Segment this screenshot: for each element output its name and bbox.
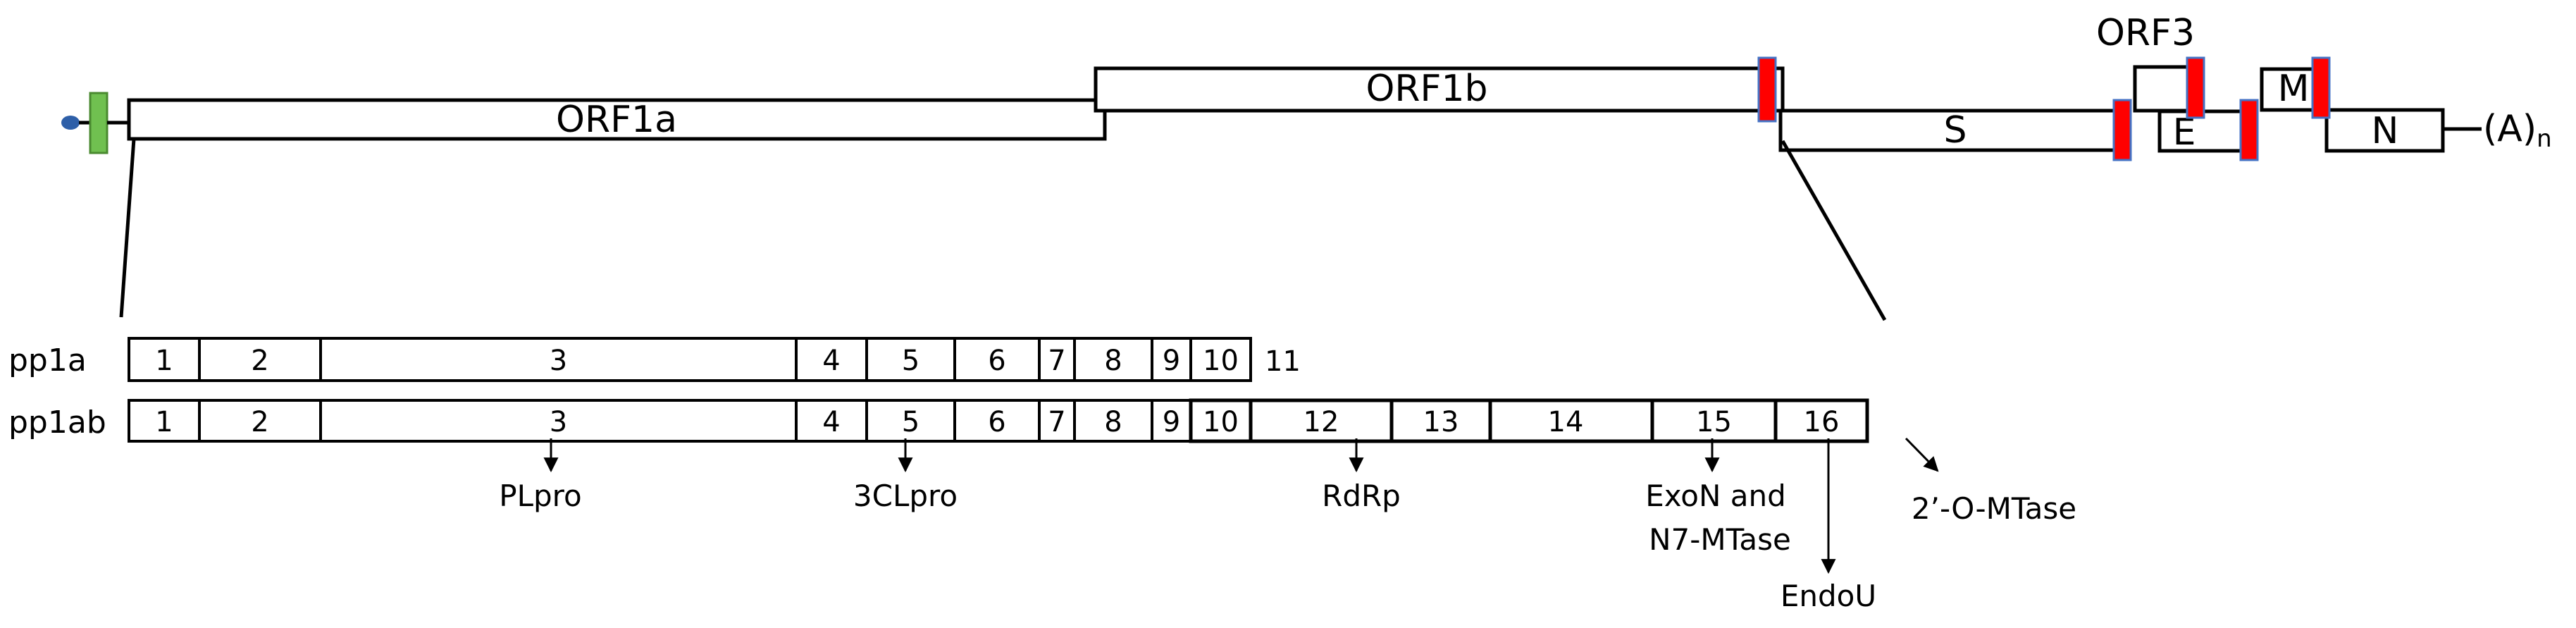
pp1a-trailing-11: 11 — [1265, 345, 1301, 378]
endou-label: EndoU — [1781, 579, 1876, 613]
rdrp-label: RdRp — [1322, 479, 1401, 513]
genome-map: ORF1a ORF1b S ORF3 E M N (A)n — [61, 12, 2552, 161]
pp1a-segment-6: 6 — [988, 345, 1005, 377]
pp1ab-box-1 — [128, 399, 201, 443]
mtase-arrow — [1905, 437, 1939, 472]
polya-subscript: n — [2537, 125, 2552, 153]
trs-marker-n — [2311, 56, 2331, 119]
pp1a-segment-1: 1 — [155, 345, 173, 377]
leader-sequence — [89, 92, 109, 154]
pp1ab-segment-12: 12 — [1304, 406, 1339, 438]
zoom-line-left — [119, 138, 136, 318]
pp1a-box-10 — [1189, 337, 1252, 382]
pp1a-segment-5: 5 — [902, 345, 919, 377]
pp1ab-segment-8: 8 — [1104, 406, 1122, 438]
m-label: M — [2278, 68, 2310, 110]
pp1a-box-3 — [319, 337, 798, 382]
3clpro-label: 3CLpro — [853, 479, 958, 513]
cap-icon — [61, 116, 80, 130]
orf1a-box — [127, 98, 1107, 141]
pp1ab-segment-13: 13 — [1423, 406, 1459, 438]
polya-label: (A)n — [2483, 108, 2552, 153]
pp1ab-segment-10: 10 — [1203, 406, 1239, 438]
pp1ab-segment-2: 2 — [251, 406, 268, 438]
pp1a-segment-8: 8 — [1104, 345, 1122, 377]
pp1ab-box-14 — [1488, 398, 1654, 443]
pp1a-box-2 — [198, 337, 322, 382]
pp1ab-segment-9: 9 — [1163, 406, 1180, 438]
pp1ab-box-7 — [1038, 399, 1076, 443]
pp1a-segment-4: 4 — [822, 345, 840, 377]
pp1ab-box-9 — [1151, 399, 1192, 443]
trs-marker-orf3 — [2112, 99, 2132, 161]
pp1ab-segment-16: 16 — [1804, 406, 1840, 438]
pp1a-box-7 — [1038, 337, 1076, 382]
pp1a-segment-3: 3 — [550, 345, 567, 377]
orf3-label: ORF3 — [2096, 12, 2195, 54]
pp1ab-box-13 — [1389, 398, 1492, 443]
exon-label-line1: ExoN and — [1645, 479, 1786, 513]
trs-marker-e — [2186, 56, 2205, 119]
n-label: N — [2372, 110, 2399, 152]
pp1a-segment-7: 7 — [1048, 345, 1065, 377]
pp1a-segment-9: 9 — [1163, 345, 1180, 377]
zoom-line-right — [1781, 140, 1887, 321]
n-box — [2324, 108, 2445, 153]
pp1ab-box-16 — [1773, 398, 1869, 443]
plpro-label: PLpro — [499, 479, 581, 513]
pp1ab-box-12 — [1249, 398, 1394, 443]
pp1ab-segment-1: 1 — [155, 406, 173, 438]
pp1a-box-6 — [953, 337, 1041, 382]
pp1a-segment-10: 10 — [1203, 345, 1239, 377]
pp1ab-segment-7: 7 — [1048, 406, 1065, 438]
pp1ab-segment-14: 14 — [1548, 406, 1584, 438]
pp1ab-box-10 — [1189, 398, 1253, 443]
orf1b-label: ORF1b — [1366, 68, 1487, 110]
pp1ab-box-6 — [953, 399, 1041, 443]
s-label: S — [1943, 109, 1967, 152]
pp1ab-label: pp1ab — [8, 405, 106, 441]
mtase-label: 2’-O-MTase — [1912, 491, 2076, 526]
s-box — [1778, 109, 2121, 152]
pp1ab-segment-15: 15 — [1696, 406, 1732, 438]
enzyme-annotations: PLpro 3CLpro RdRp ExoN and N7-MTase Endo… — [499, 437, 2076, 613]
pp1a-box-4 — [795, 337, 868, 382]
pp1a-box-5 — [865, 337, 956, 382]
exon-label-line2: N7-MTase — [1649, 522, 1791, 557]
pp1ab-segment-4: 4 — [822, 406, 840, 438]
pp1ab-segment-3: 3 — [550, 406, 567, 438]
pp1ab-segment-5: 5 — [902, 406, 919, 438]
pp1a-box-1 — [128, 337, 201, 382]
orf1b-box — [1094, 66, 1785, 113]
pp1a-label: pp1a — [8, 343, 87, 378]
trs-marker-s — [1757, 56, 1777, 123]
orf1a-label: ORF1a — [556, 99, 677, 141]
trs-marker-m — [2239, 99, 2259, 161]
pp1a-segment-2: 2 — [251, 345, 268, 377]
pp1ab-box-15 — [1650, 398, 1778, 443]
pp1ab-segment-6: 6 — [988, 406, 1005, 438]
pp1a-row: pp1a 1 2 3 4 5 6 7 8 9 10 — [8, 337, 1252, 382]
